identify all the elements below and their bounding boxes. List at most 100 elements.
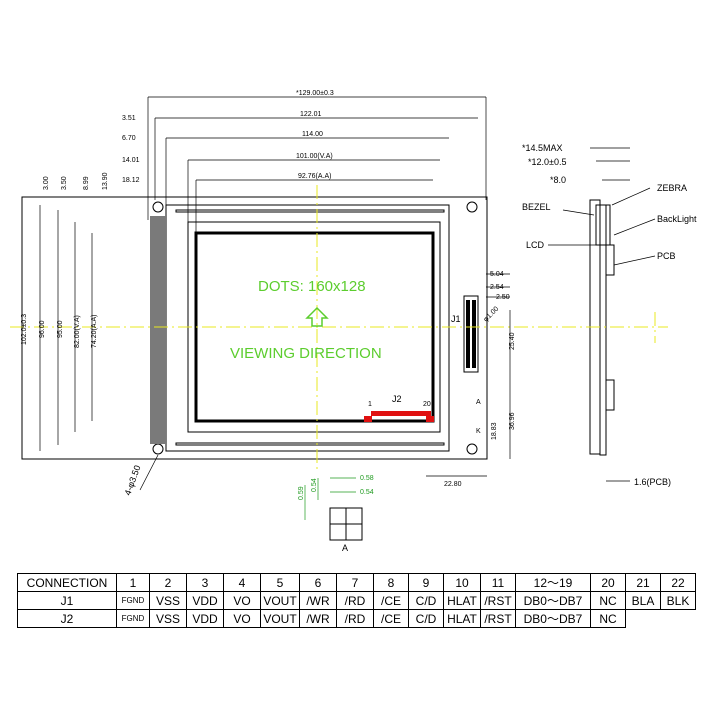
dim-j1-pitch: 25.40 [509,332,516,350]
dim-overall-width: *129.00±0.3 [296,90,334,97]
table-cell: J1 [17,591,117,610]
table-cell: /WR [299,609,337,628]
table-header-cell: 22 [660,573,696,592]
detail-dim-4: 0.54 [311,478,318,492]
table-cell: DB0～DB7 [515,591,591,610]
table-header-cell: 2 [149,573,187,592]
table-cell: NC [590,591,626,610]
table-cell: /WR [299,591,337,610]
table-cell: VO [223,609,261,628]
dim-overall-height: 102.0±0.3 [21,314,28,345]
detail-dim-1: 0.58 [360,475,374,482]
table-cell: VDD [186,609,224,628]
dim-mount-hole: 4-φ3.50 [122,464,142,497]
dim-left-offset-2: 3.50 [61,176,68,190]
j2-connector-strip [371,411,431,416]
zebra-block [595,204,611,246]
detail-dim-2: 0.54 [360,489,374,496]
table-cell: /CE [373,591,409,610]
dim-j1-offset-2: 2.54 [490,284,504,291]
dim-bezel-width: 122.01 [300,111,322,118]
table-cell: VSS [149,609,187,628]
table-header-cell: 5 [260,573,300,592]
pcb-thickness-label: 1.6(PCB) [634,477,671,487]
j2-pin-1-pad [364,416,372,422]
mount-hole-bl [152,443,164,455]
table-cell: VDD [186,591,224,610]
lcd-label: LCD [526,240,545,250]
table-cell: /RST [480,609,516,628]
dim-va-width: 101.00(V.A) [296,153,333,160]
dim-glass-height: 95.00 [57,320,64,338]
table-cell: BLA [625,591,661,610]
table-cell: VOUT [260,609,300,628]
j2-pin-first-label: 1 [368,401,372,408]
table-cell: C/D [408,609,444,628]
table-cell: /RST [480,591,516,610]
table-cell: HLAT [443,609,481,628]
dim-offset-1: 3.51 [122,115,136,122]
dim-aa-height: 74.20(A.A) [91,315,98,348]
j1-pins [466,300,476,368]
table-header-cell: CONNECTION [17,573,117,592]
dim-j1-to-bottom: 36.96 [509,412,516,430]
dim-offset-2: 6.70 [122,135,136,142]
side-dim-inner: *8.0 [550,175,566,185]
zebra-label: ZEBRA [657,183,687,193]
dim-aa-width: 92.76(A.A) [298,173,331,180]
j2-label: J2 [392,394,402,404]
dim-pin-diameter: φ1.00 [482,306,500,324]
dim-left-offset-1: 3.00 [43,176,50,190]
dim-j1-offset-1: 5.04 [490,271,504,278]
dim-va-height: 82.00(V.A) [74,315,81,348]
table-cell: NC [590,609,626,628]
backlight-label: BackLight [657,214,697,224]
j1-header [463,295,479,373]
dim-left-offset-3: 8.99 [83,176,90,190]
table-cell: VSS [149,591,187,610]
detail-a-label: A [342,543,348,553]
table-header-cell: 21 [625,573,661,592]
table-header-cell: 10 [443,573,481,592]
mount-hole-tr [466,201,478,213]
dim-j1-offset-3: 2.50 [496,294,510,301]
j1-label: J1 [451,314,461,324]
dim-bezel-height: 96.00 [39,320,46,338]
dim-left-offset-4: 13.90 [102,172,109,190]
table-cell: HLAT [443,591,481,610]
table-cell: /CE [373,609,409,628]
table-header-cell: 20 [590,573,626,592]
viewing-direction-label: VIEWING DIRECTION [230,345,382,362]
table-cell: VO [223,591,261,610]
table-cell: /RD [336,591,374,610]
table-header-row: CONNECTION 1 2 3 4 5 6 7 8 9 10 11 12～19… [17,573,696,592]
table-cell: FGND [116,591,150,610]
table-row-j2: J2 FGND VSS VDD VO VOUT /WR /RD /CE C/D … [17,609,696,628]
pin-connection-table: CONNECTION 1 2 3 4 5 6 7 8 9 10 11 12～19… [17,573,696,628]
table-header-cell: 7 [336,573,374,592]
mount-hole-tl [152,201,164,213]
table-cell: BLK [660,591,696,610]
table-header-cell: 11 [480,573,516,592]
table-cell: J2 [17,609,117,628]
side-dim-nominal: *12.0±0.5 [528,157,566,167]
table-row-j1: J1 FGND VSS VDD VO VOUT /WR /RD /CE C/D … [17,591,696,610]
table-cell-empty [626,610,661,628]
table-cell: DB0～DB7 [515,609,591,628]
pin-a-label: A [476,399,481,406]
dim-glass-width: 114.00 [302,131,323,138]
table-cell: C/D [408,591,444,610]
dots-label: DOTS: 160x128 [258,278,366,295]
dim-offset-3: 14.01 [122,157,140,164]
table-header-cell: 4 [223,573,261,592]
viewing-direction-arrow [305,306,329,327]
side-pcb [599,204,607,456]
fpc-strip [150,216,166,444]
table-header-cell: 1 [116,573,150,592]
mount-hole-br [466,443,478,455]
dim-offset-4: 18.12 [122,177,140,184]
pin-k-label: K [476,428,481,435]
table-header-cell: 3 [186,573,224,592]
detail-dim-3: 0.59 [298,486,305,500]
